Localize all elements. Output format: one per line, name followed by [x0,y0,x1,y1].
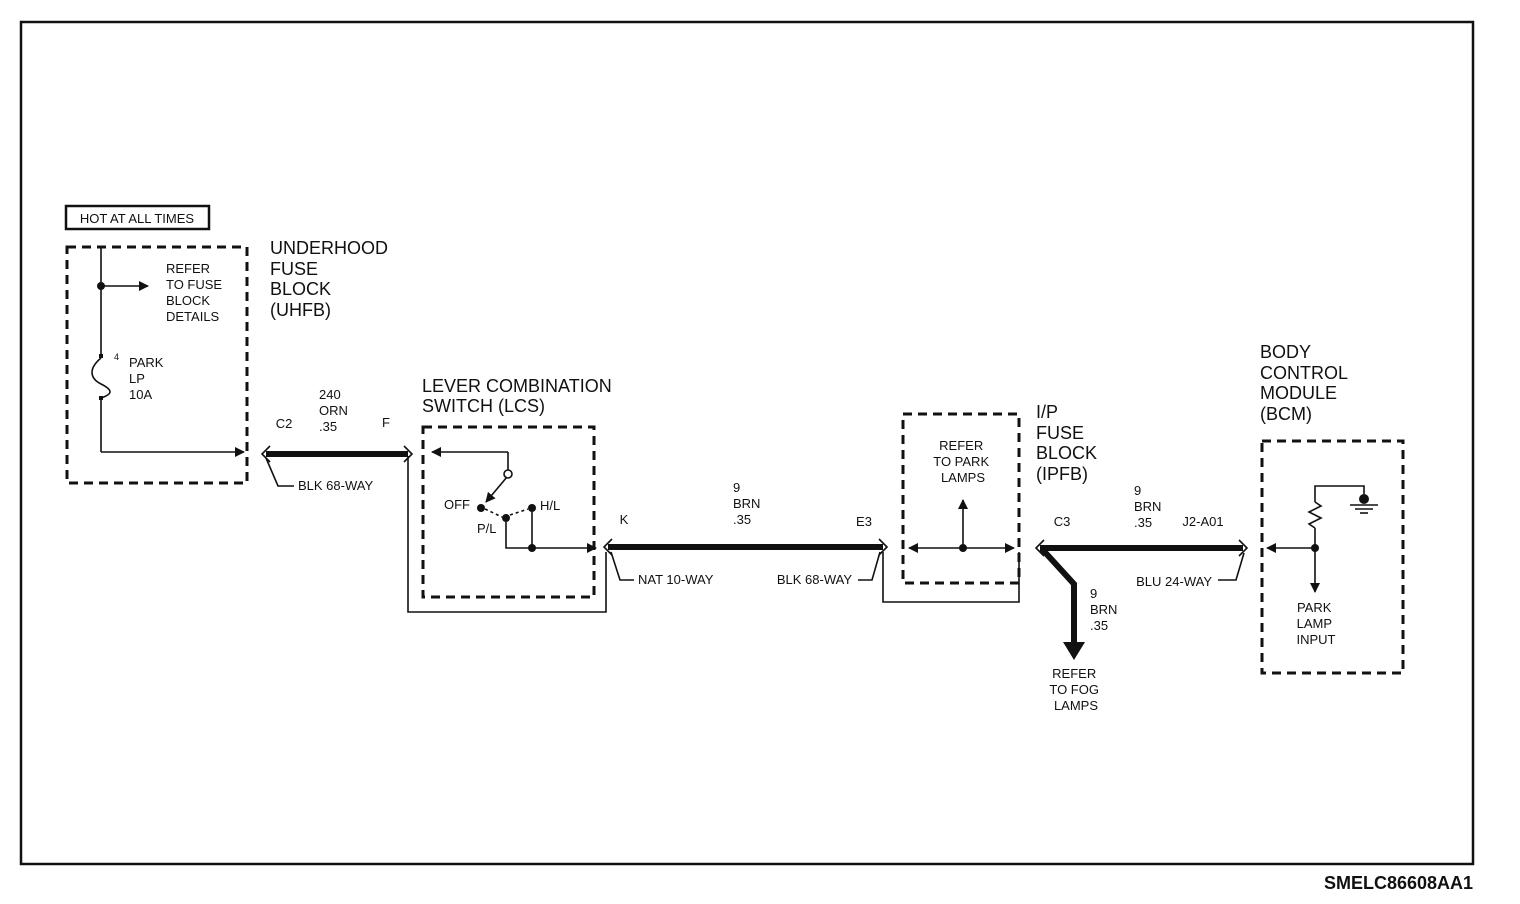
wire2-spec: 9 BRN .35 [733,480,764,527]
connector-blu-24way: BLU 24-WAY [1136,574,1212,589]
wire-9-brn-bcm: C3 J2-A01 9 BRN .35 BLU 24-WAY 9 BRN .35… [1034,483,1249,713]
switch-arm [485,476,508,503]
fuse-terminal-top [99,354,103,358]
switch-common-contact [503,469,513,479]
pin-k: K [620,512,629,527]
figure-id: SMELC86608AA1 [1324,873,1473,893]
connector-nat-10way: NAT 10-WAY [638,572,714,587]
ground-icon [1350,494,1378,514]
contact-off [477,504,485,512]
ipfb-refer-text: REFER TO PARK LAMPS [933,438,993,485]
lcs-title: LEVER COMBINATION SWITCH (LCS) [422,376,617,416]
wire3-spec: 9 BRN .35 [1134,483,1165,530]
lever-combination-switch: LEVER COMBINATION SWITCH (LCS) OFF P/L H… [421,376,617,599]
connector-blk-68way-1: BLK 68-WAY [298,478,373,493]
fuse-mark: 4 [114,352,119,362]
uhfb-refer-text: REFER TO FUSE BLOCK DETAILS [166,261,226,324]
pin-e3: E3 [856,514,872,529]
wire-9-brn-main: K E3 9 BRN .35 NAT 10-WAY BLK 68-WAY [602,480,1020,603]
branch-spec: 9 BRN .35 [1090,586,1121,633]
diagram-frame [19,20,1475,866]
fuse-terminal-bottom [99,396,103,400]
contact-hl [528,504,536,512]
pull-up-resistor [1307,501,1323,529]
pl-label: P/L [477,521,497,536]
bcm-title: BODY CONTROL MODULE (BCM) [1260,342,1352,424]
uhfb-outline [65,245,249,485]
ipfb-title: I/P FUSE BLOCK (IPFB) [1036,402,1102,484]
ipfb-outline [901,412,1021,585]
body-control-module: BODY CONTROL MODULE (BCM) PARK LAMP INPU… [1260,342,1405,675]
fuse-label: PARK LP 10A [129,355,167,402]
pin-j2-a01: J2-A01 [1182,514,1223,529]
pin-c3: C3 [1054,514,1071,529]
hot-at-all-times-label: HOT AT ALL TIMES [80,211,194,226]
hl-label: H/L [540,498,560,513]
connector-blk-68way-2: BLK 68-WAY [777,572,852,587]
fog-refer-text: REFER TO FOG LAMPS [1049,666,1102,713]
hot-at-all-times-box [64,204,211,231]
pin-c2: C2 [276,416,293,431]
ip-fuse-block: REFER TO PARK LAMPS I/P FUSE BLOCK (IPFB… [901,402,1102,585]
lcs-outline [421,425,596,599]
off-label: OFF [444,497,470,512]
wire-240-orn: C2 F 240 ORN .35 BLK 68-WAY [260,387,607,613]
connector-leader [265,457,294,487]
uhfb-title: UNDERHOOD FUSE BLOCK (UHFB) [270,238,393,320]
wire1-spec: 240 ORN .35 [319,387,352,434]
fog-branch-arrow [1063,642,1085,660]
park-lamp-input-label: PARK LAMP INPUT [1297,600,1336,647]
underhood-fuse-block: HOT AT ALL TIMES REFER TO FUSE BLOCK DET… [64,204,393,485]
fuse-icon [91,357,111,399]
contact-pl [502,514,510,522]
bcm-outline [1260,439,1405,675]
pin-f: F [382,415,390,430]
